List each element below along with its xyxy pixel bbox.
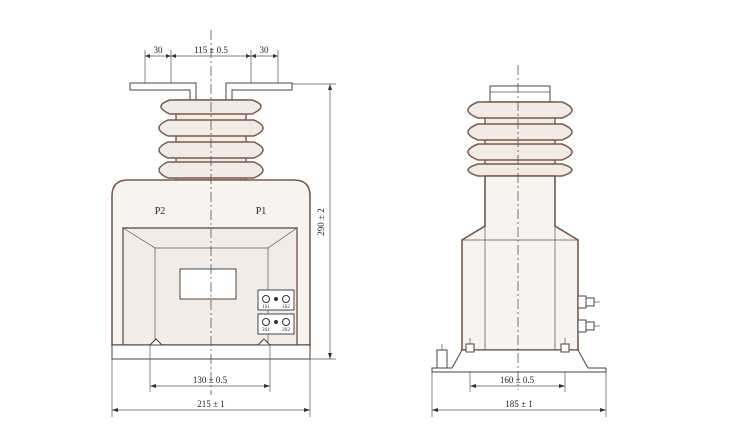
side-top-cap: [489, 85, 551, 103]
nameplate: [179, 268, 237, 300]
front-height-dimension: 290 ± 2: [292, 83, 336, 360]
front-base-plate: [111, 338, 311, 360]
front-view: 30 115 ± 0.5 30 P2 P1: [111, 30, 336, 417]
side-base-plate: [431, 338, 607, 373]
secondary-1s1: 1S1: [262, 305, 270, 310]
front-dim-top-left: 30: [154, 45, 164, 55]
side-dim-base: 185 ± 1: [505, 399, 532, 409]
front-dim-mount: 130 ± 0.5: [193, 375, 228, 385]
secondary-1s2: 1S2: [282, 305, 290, 310]
front-dim-base: 215 ± 1: [197, 399, 224, 409]
side-main-body: [461, 175, 579, 351]
side-insulator: [467, 101, 573, 177]
secondary-2s1: 2S1: [262, 328, 270, 333]
front-top-dimensions: 30 115 ± 0.5 30: [144, 45, 279, 84]
front-bottom-dimensions: 130 ± 0.5 215 ± 1: [111, 359, 311, 417]
secondary-2s2: 2S2: [282, 328, 290, 333]
front-dim-top-right: 30: [260, 45, 270, 55]
terminal-label-p1: P1: [256, 206, 267, 217]
front-dim-height: 290 ± 2: [316, 208, 326, 235]
side-secondary-terminals: [577, 295, 600, 333]
front-secondary-terminals: 1S1 1S2 2S1 2S2: [257, 289, 295, 335]
side-bottom-dimensions: 160 ± 0.5 185 ± 1: [431, 372, 607, 417]
side-view: 160 ± 0.5 185 ± 1: [431, 65, 607, 417]
side-dim-mount: 160 ± 0.5: [500, 375, 535, 385]
terminal-label-p2: P2: [155, 206, 166, 217]
